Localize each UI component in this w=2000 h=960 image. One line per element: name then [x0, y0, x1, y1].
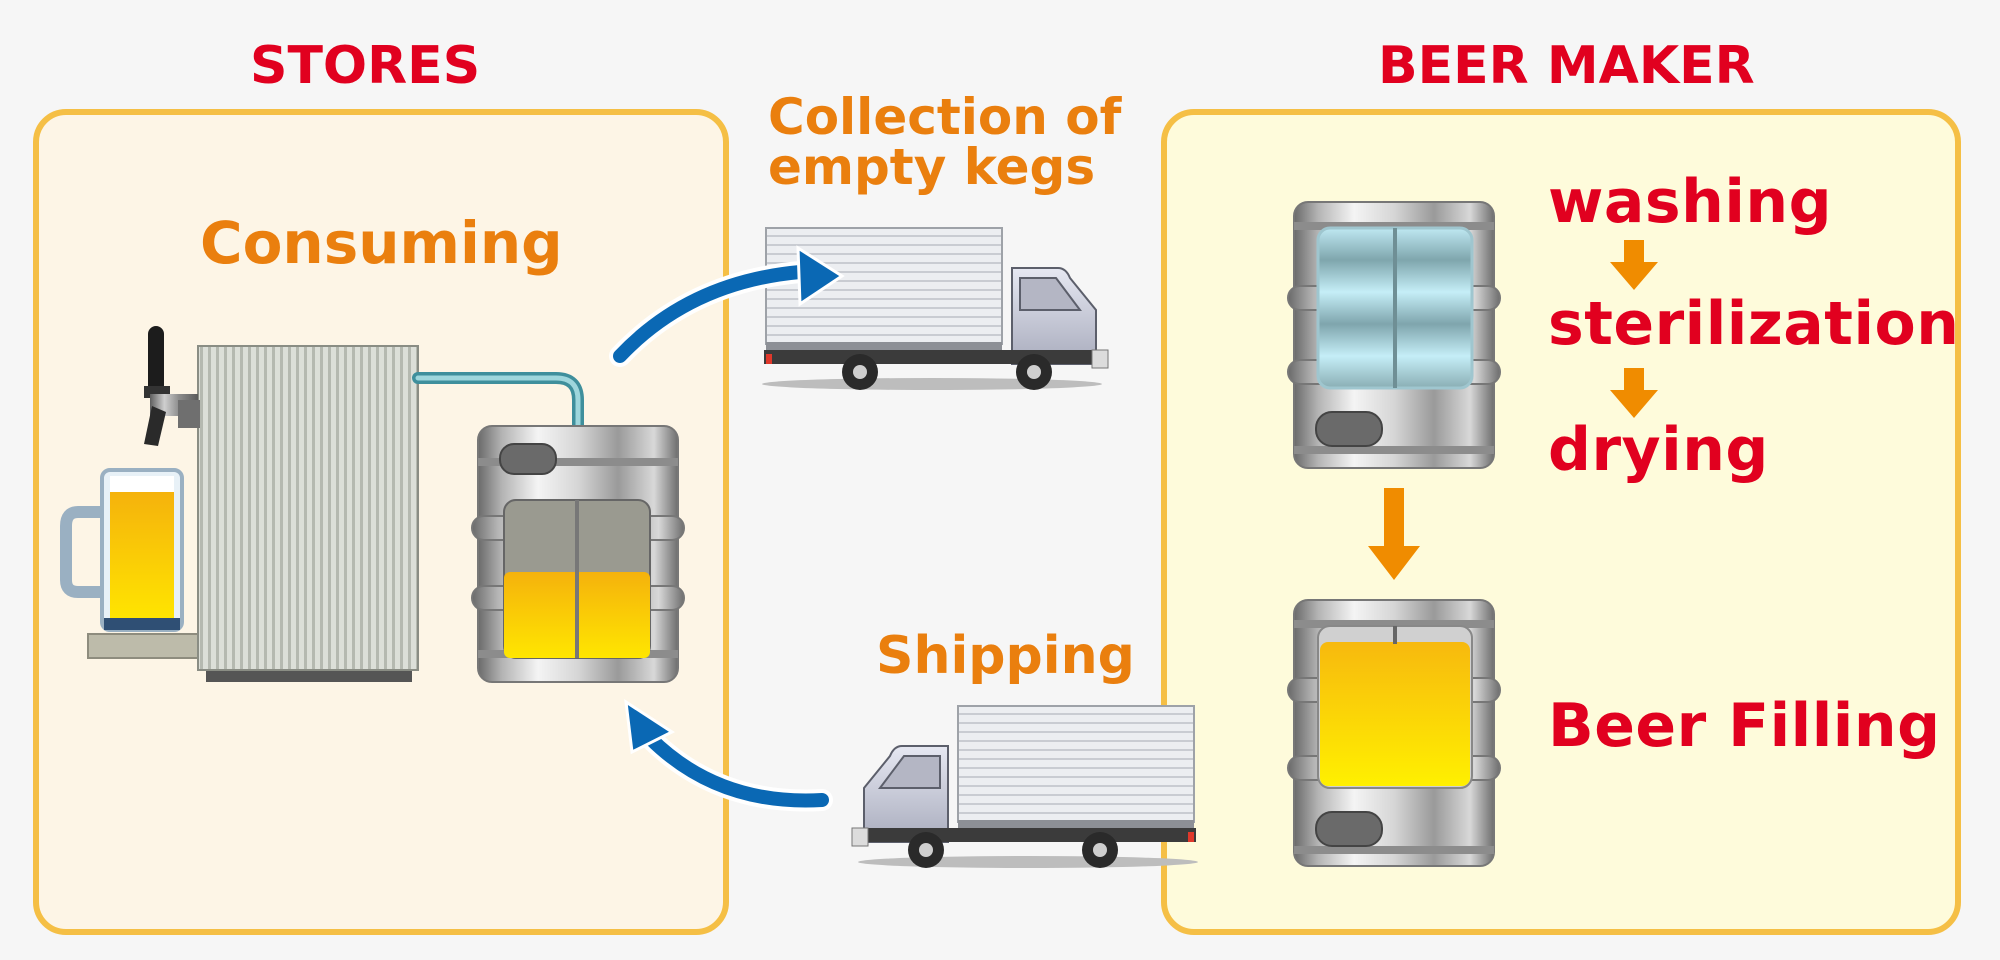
collection-label-line1: Collection of — [768, 88, 1122, 146]
keg-icon — [1287, 599, 1501, 867]
shipping-label: Shipping — [876, 626, 1135, 686]
shipping-arrow — [624, 698, 833, 812]
beer-mug-icon — [60, 468, 184, 632]
collection-arrow — [609, 245, 845, 367]
keg-icon — [471, 425, 685, 683]
beer-filling-label: Beer Filling — [1548, 691, 1941, 761]
consuming-label: Consuming — [200, 209, 563, 277]
step-drying: drying — [1548, 415, 1769, 485]
collection-label-line2: empty kegs — [768, 138, 1096, 196]
keg-icon — [1287, 201, 1501, 469]
step-washing: washing — [1548, 167, 1833, 237]
beer-maker-heading: BEER MAKER — [1378, 36, 1755, 96]
stores-heading: STORES — [250, 36, 481, 96]
step-arrow-icon — [1610, 240, 1658, 290]
step-arrow-icon — [1368, 488, 1420, 580]
truck-icon — [762, 227, 1109, 390]
beer-server-icon — [87, 345, 584, 682]
truck-icon — [851, 705, 1198, 868]
tap-icon — [144, 326, 200, 446]
step-arrow-icon — [1610, 368, 1658, 418]
step-sterilization: sterilization — [1548, 289, 1960, 359]
